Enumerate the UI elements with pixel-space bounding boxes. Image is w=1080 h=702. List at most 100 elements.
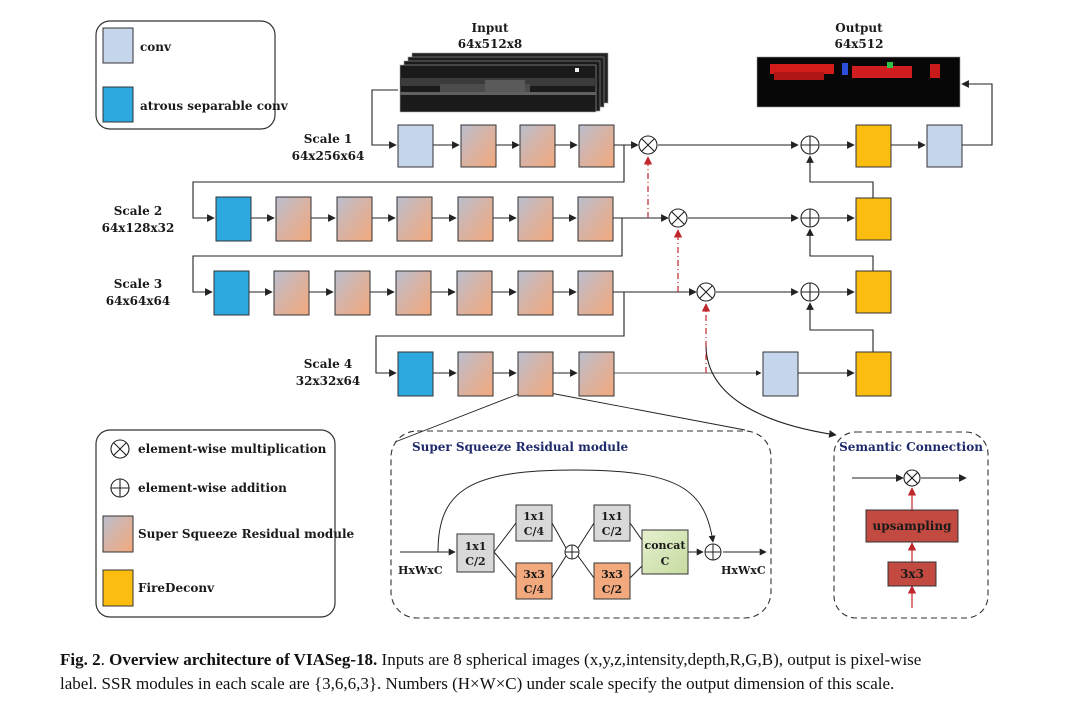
output-dims: 64x512	[835, 37, 884, 51]
connectors	[192, 80, 993, 443]
scale-3-name: Scale 3	[114, 277, 162, 291]
ssr-module-detail: Super Squeeze Residual module HxWxC HxWx…	[390, 430, 772, 619]
ssr-in-label: HxWxC	[398, 564, 443, 577]
blocks	[213, 124, 963, 397]
ssr-first-conv	[456, 533, 495, 573]
ssr-concat-block	[641, 529, 689, 575]
ssr-block	[517, 196, 554, 242]
firedeconv-block	[855, 351, 892, 397]
legend-firedeconv-swatch	[102, 569, 134, 607]
ssr-block	[577, 270, 614, 316]
ssr-first-channels: C/2	[465, 555, 485, 568]
ssr-top1-conv	[515, 504, 553, 542]
ssr-block	[395, 270, 432, 316]
scale-2-name: Scale 2	[114, 204, 162, 218]
scale-4-atrous-block	[397, 351, 434, 397]
scale-1-conv-block	[397, 124, 434, 168]
scale-1-name: Scale 1	[304, 132, 352, 146]
figure-caption: Fig. 2. Overview architecture of VIASeg-…	[60, 650, 921, 693]
ssr-top1-channels: C/4	[524, 525, 545, 538]
legend-addition-label: element-wise addition	[138, 481, 287, 495]
ssr-title: Super Squeeze Residual module	[412, 440, 629, 454]
scale-1-dims: 64x256x64	[292, 149, 365, 163]
scale-2-atrous-block	[215, 196, 252, 242]
legend-atrous-swatch	[102, 86, 134, 123]
input-dims: 64x512x8	[458, 37, 522, 51]
semantic-upsampling-label: upsampling	[873, 519, 953, 533]
multiply-icon	[668, 208, 688, 228]
legend-firedeconv-label: FireDeconv	[138, 581, 215, 595]
scale-4-name: Scale 4	[304, 357, 352, 371]
ssr-block	[396, 196, 433, 242]
scale-2-dims: 64x128x32	[102, 221, 175, 235]
caption-title: Overview architecture of VIASeg-18.	[109, 650, 377, 669]
semantic-conv-label: 3x3	[900, 567, 924, 581]
ssr-block	[577, 196, 614, 242]
scale-4-conv-block	[762, 351, 799, 397]
semantic-conv-block	[887, 561, 937, 587]
caption-line2: label. SSR modules in each scale are {3,…	[60, 674, 894, 693]
multiply-icon	[903, 469, 921, 487]
ssr-block	[517, 270, 554, 316]
add-icon	[800, 282, 820, 302]
multiply-icon	[638, 135, 658, 155]
scale-3-dims: 64x64x64	[106, 294, 170, 308]
multiply-icon	[110, 439, 130, 459]
multiply-icon	[696, 282, 716, 302]
ssr-bot2-channels: C/2	[602, 583, 622, 596]
ssr-block	[336, 196, 373, 242]
ssr-top2-conv	[593, 504, 631, 542]
scale-3-atrous-block	[213, 270, 250, 316]
ssr-block	[457, 351, 494, 397]
legend-ssr-label: Super Squeeze Residual module	[138, 527, 355, 541]
ssr-top2-kernel: 1x1	[601, 510, 623, 523]
caption-sep: .	[101, 650, 110, 669]
scale-labels: Scale 1 64x256x64 Scale 2 64x128x32 Scal…	[102, 132, 365, 388]
legend-conv-swatch	[102, 27, 134, 64]
semantic-title: Semantic Connection	[839, 440, 983, 454]
input-title: Input	[472, 21, 509, 35]
ssr-block	[578, 124, 615, 168]
ssr-first-kernel: 1x1	[465, 540, 487, 553]
ssr-out-label: HxWxC	[721, 564, 766, 577]
semantic-connection-detail: Semantic Connection upsampling 3x3	[833, 431, 989, 619]
ssr-block	[456, 270, 493, 316]
scale-4-dims: 32x32x64	[296, 374, 360, 388]
add-icon	[564, 544, 580, 560]
ssr-bot1-channels: C/4	[524, 583, 545, 596]
caption-line1: Inputs are 8 spherical images (x,y,z,int…	[377, 650, 921, 669]
semantic-upsampling-block	[865, 509, 959, 543]
ssr-block	[460, 124, 497, 168]
ssr-top1-kernel: 1x1	[523, 510, 545, 523]
ssr-block	[334, 270, 371, 316]
output-image: Output 64x512	[756, 21, 961, 108]
ssr-top2-channels: C/2	[602, 525, 622, 538]
caption-fig: Fig. 2	[60, 650, 101, 669]
ssr-bot1-kernel: 3x3	[523, 568, 545, 581]
operators	[638, 135, 820, 302]
ssr-block	[273, 270, 310, 316]
ssr-block	[275, 196, 312, 242]
ssr-block	[578, 351, 615, 397]
add-icon	[800, 208, 820, 228]
ssr-bot2-kernel: 3x3	[601, 568, 623, 581]
ssr-concat-channels: C	[661, 555, 670, 568]
semantic-arrows	[643, 156, 711, 373]
ssr-bot1-conv	[515, 562, 553, 600]
legend-atrous-label: atrous separable conv	[140, 99, 289, 113]
add-icon	[110, 478, 130, 498]
ssr-block	[457, 196, 494, 242]
legend-bottom: element-wise multiplication element-wise…	[95, 429, 355, 618]
add-icon	[800, 135, 820, 155]
firedeconv-block	[855, 270, 892, 314]
ssr-bot2-conv	[593, 562, 631, 600]
firedeconv-block	[855, 197, 892, 241]
firedeconv-block	[855, 124, 892, 168]
output-conv-block	[926, 124, 963, 168]
legend-multiplication-label: element-wise multiplication	[138, 442, 327, 456]
output-title: Output	[835, 21, 883, 35]
svg-text:Fig. 2. Overview architecture: Fig. 2. Overview architecture of VIASeg-…	[60, 650, 921, 669]
ssr-block-zoomed	[517, 351, 554, 397]
input-image-stack: Input 64x512x8	[399, 21, 609, 113]
